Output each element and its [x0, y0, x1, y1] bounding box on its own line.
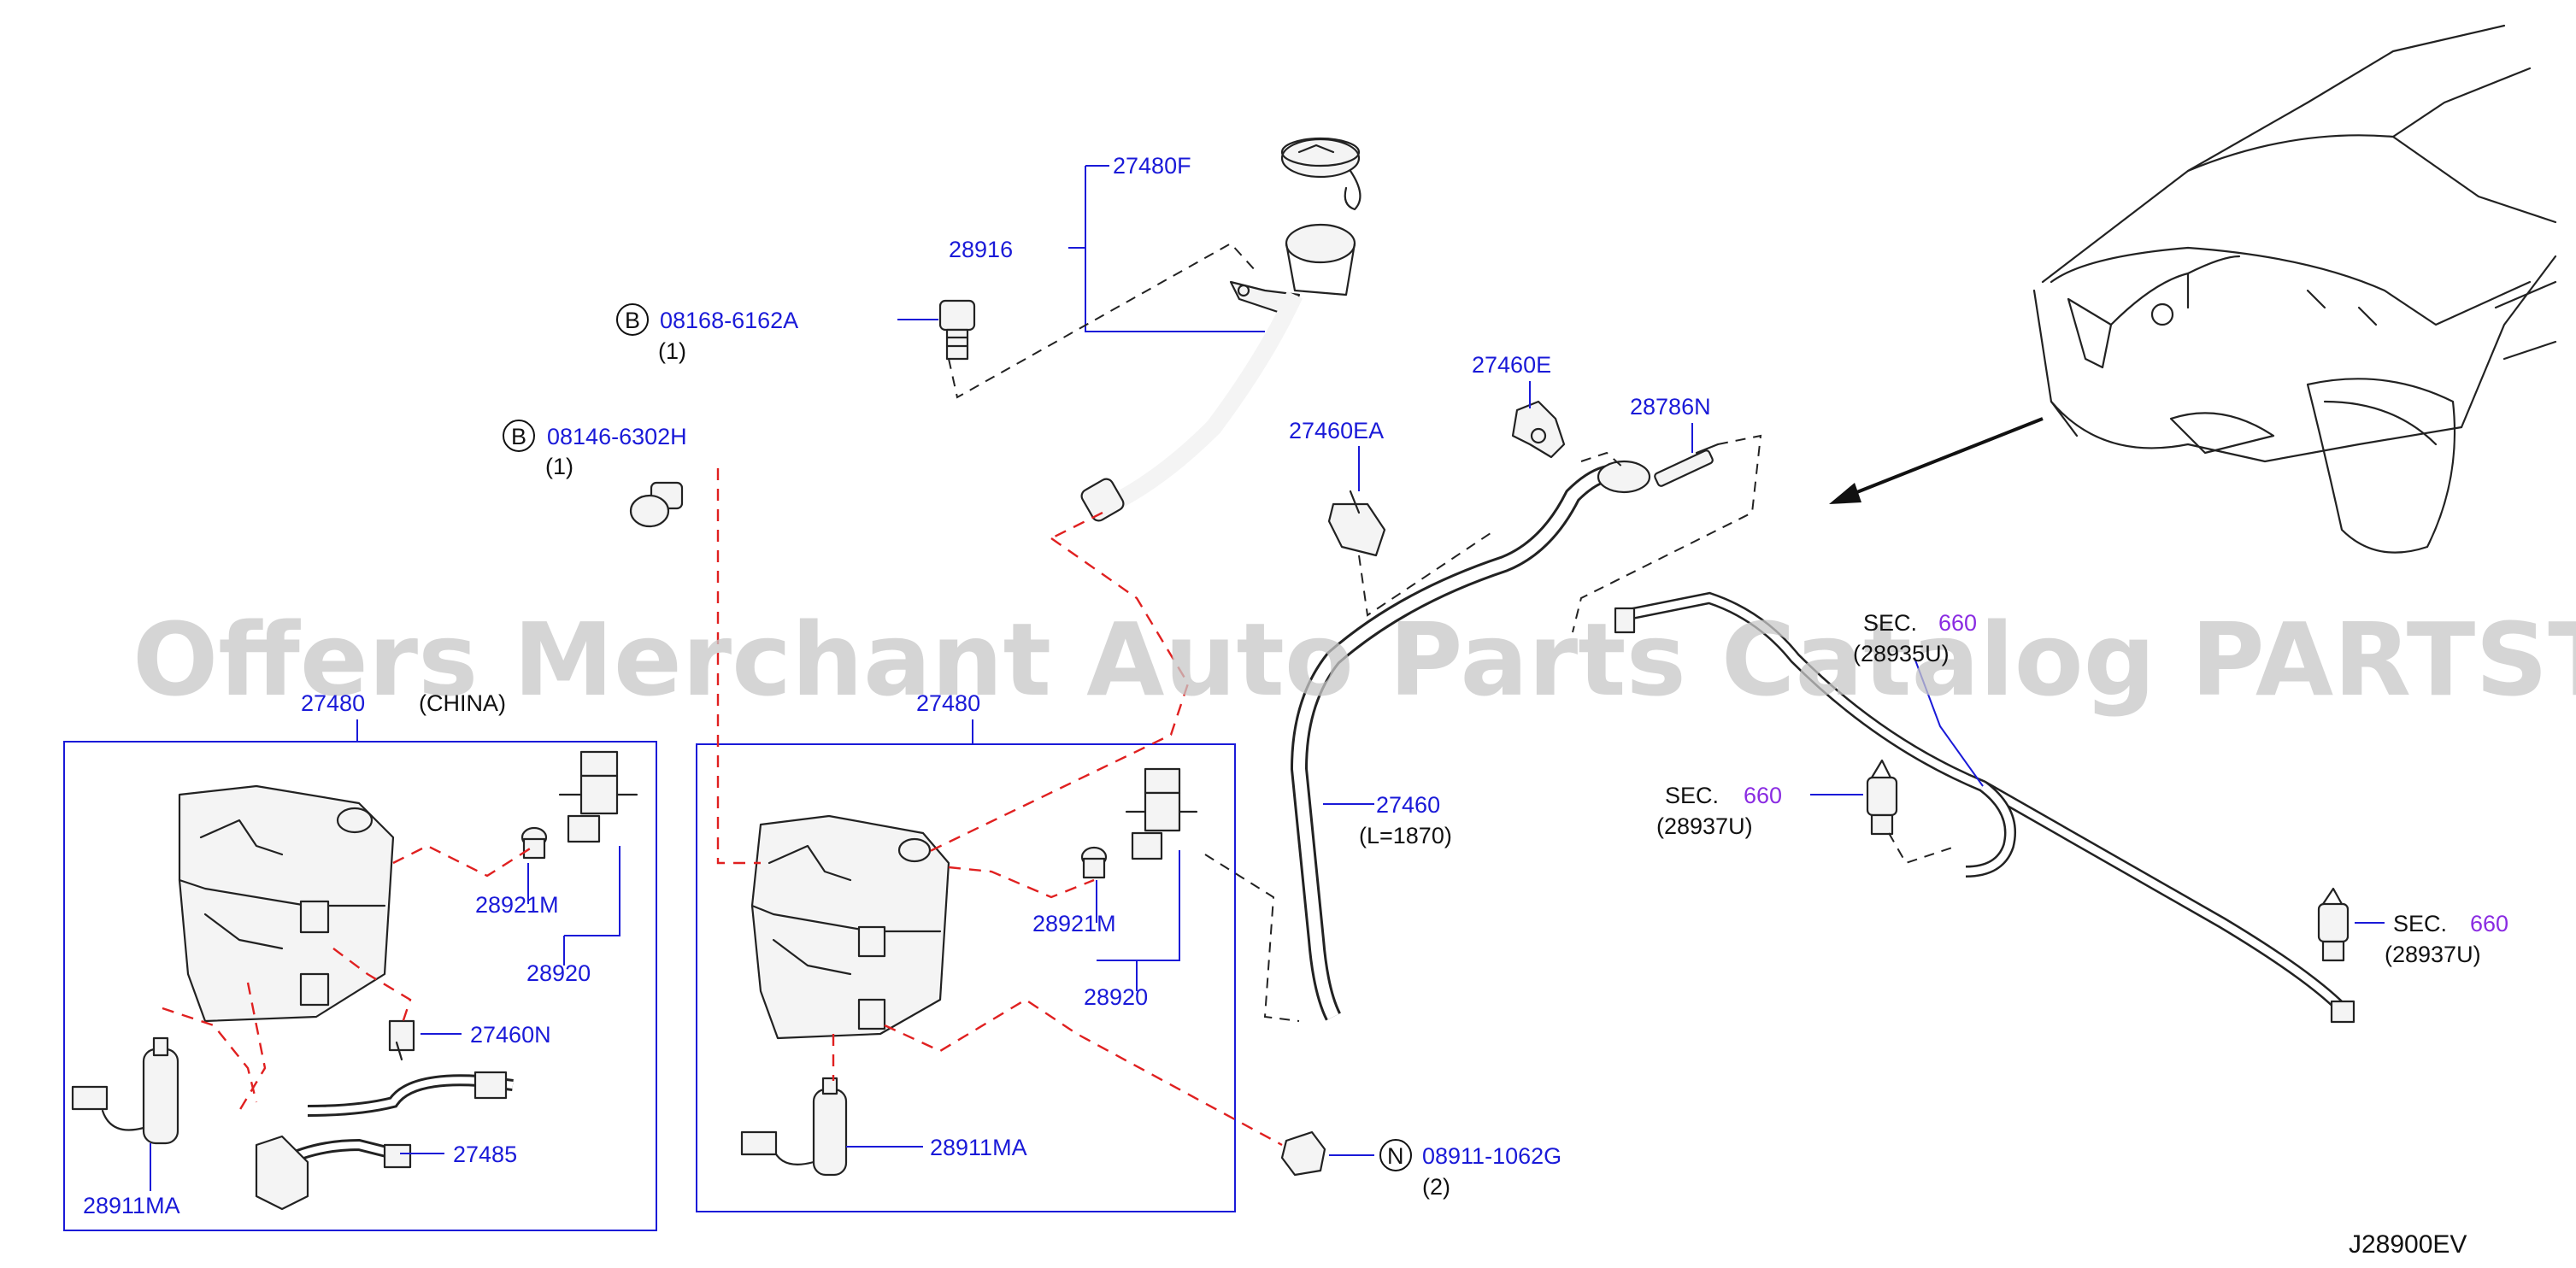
washer-nozzle-right: [2317, 887, 2350, 962]
label-27480F[interactable]: 27480F: [1113, 153, 1191, 179]
box-standard: [696, 743, 1236, 1212]
label-28920[interactable]: 28920: [1084, 984, 1148, 1010]
sec-right-number[interactable]: 660: [2470, 911, 2508, 936]
diagram-code: J28900EV: [2349, 1230, 2467, 1259]
label-china: (CHINA): [419, 690, 506, 716]
clip-27460E: [1511, 400, 1566, 459]
nut-marker-n-letter: N: [1387, 1143, 1404, 1169]
sec-top-ref: (28935U): [1853, 641, 1950, 666]
sec-right-word: SEC.: [2393, 911, 2447, 936]
red-dashed-links: [162, 468, 1283, 1147]
grommet-standard-28921M: [1080, 846, 1108, 879]
tank-china: [178, 784, 395, 1023]
nut-marker-n-circle: [1379, 1139, 1412, 1171]
black-dashed-links: [948, 242, 1958, 1022]
nozzle-28786N: [1654, 443, 1720, 487]
bolt-marker-b-letter: B: [625, 308, 640, 333]
washer-nozzle-mid: [1866, 759, 1898, 836]
sec-mid-number[interactable]: 660: [1744, 783, 1782, 808]
label-27460N[interactable]: 27460N: [470, 1022, 551, 1048]
qty-08146-6302H: (1): [545, 454, 573, 479]
label-28786N[interactable]: 28786N: [1630, 394, 1711, 420]
tank-standard: [750, 814, 950, 1040]
bolt-marker-b-circle: [616, 303, 649, 336]
label-28920-china[interactable]: 28920: [526, 960, 591, 986]
bolt-08146-6302H: [629, 481, 684, 528]
label-28911MA-china[interactable]: 28911MA: [83, 1193, 180, 1218]
sensor-standard-28911MA: [740, 1077, 848, 1177]
clip-27460EA: [1327, 490, 1386, 557]
grommet-china-28921M: [520, 826, 548, 860]
label-27480[interactable]: 27480: [916, 690, 980, 716]
label-27460EA[interactable]: 27460EA: [1289, 418, 1384, 443]
label-27460-length: (L=1870): [1359, 823, 1452, 848]
box-china: [63, 741, 657, 1231]
clip-27460N: [388, 1019, 415, 1061]
qty-08911-1062G: (2): [1422, 1174, 1450, 1200]
qty-08168-6162A: (1): [658, 338, 686, 364]
sec-mid-ref: (28937U): [1656, 813, 1753, 839]
hose-27460: [1290, 460, 1651, 1021]
bolt-08168-6162A: [938, 299, 976, 361]
label-27460[interactable]: 27460: [1376, 792, 1440, 818]
label-28911MA[interactable]: 28911MA: [930, 1135, 1027, 1160]
nut-08911-1062G: [1280, 1130, 1326, 1177]
direction-arrow: [1829, 417, 2044, 504]
bolt-marker-b2-letter: B: [511, 424, 526, 449]
label-28921M-china[interactable]: 28921M: [475, 892, 559, 918]
sensor-china-28911MA: [71, 1036, 179, 1145]
label-08168-6162A[interactable]: 08168-6162A: [660, 308, 798, 333]
sec-mid-word: SEC.: [1665, 783, 1719, 808]
bolt-marker-b2-circle: [503, 420, 535, 452]
leader-lines: [150, 165, 2385, 1191]
sec-right-ref: (28937U): [2385, 942, 2481, 967]
label-08911-1062G[interactable]: 08911-1062G: [1422, 1143, 1561, 1169]
label-27480-china[interactable]: 27480: [301, 690, 365, 716]
pump-china-28920: [558, 750, 638, 843]
label-08146-6302H[interactable]: 08146-6302H: [547, 424, 687, 449]
label-28916[interactable]: 28916: [949, 237, 1013, 262]
sec-top-number[interactable]: 660: [1938, 610, 1977, 636]
label-28921M[interactable]: 28921M: [1032, 911, 1116, 936]
watermark: Offers Merchant Auto Parts Catalog PARTS…: [132, 601, 2576, 719]
sec-top-word: SEC.: [1863, 610, 1917, 636]
filler-cap-27480F: [1280, 137, 1362, 211]
vehicle-outline: [2032, 24, 2557, 554]
pump-standard-28920: [1125, 767, 1198, 860]
filler-neck-tube: [1080, 223, 1356, 522]
hose-28935U: [1614, 591, 2355, 1024]
label-27485[interactable]: 27485: [453, 1142, 517, 1167]
label-27460E[interactable]: 27460E: [1472, 352, 1551, 378]
harness-27485: [255, 1071, 514, 1211]
